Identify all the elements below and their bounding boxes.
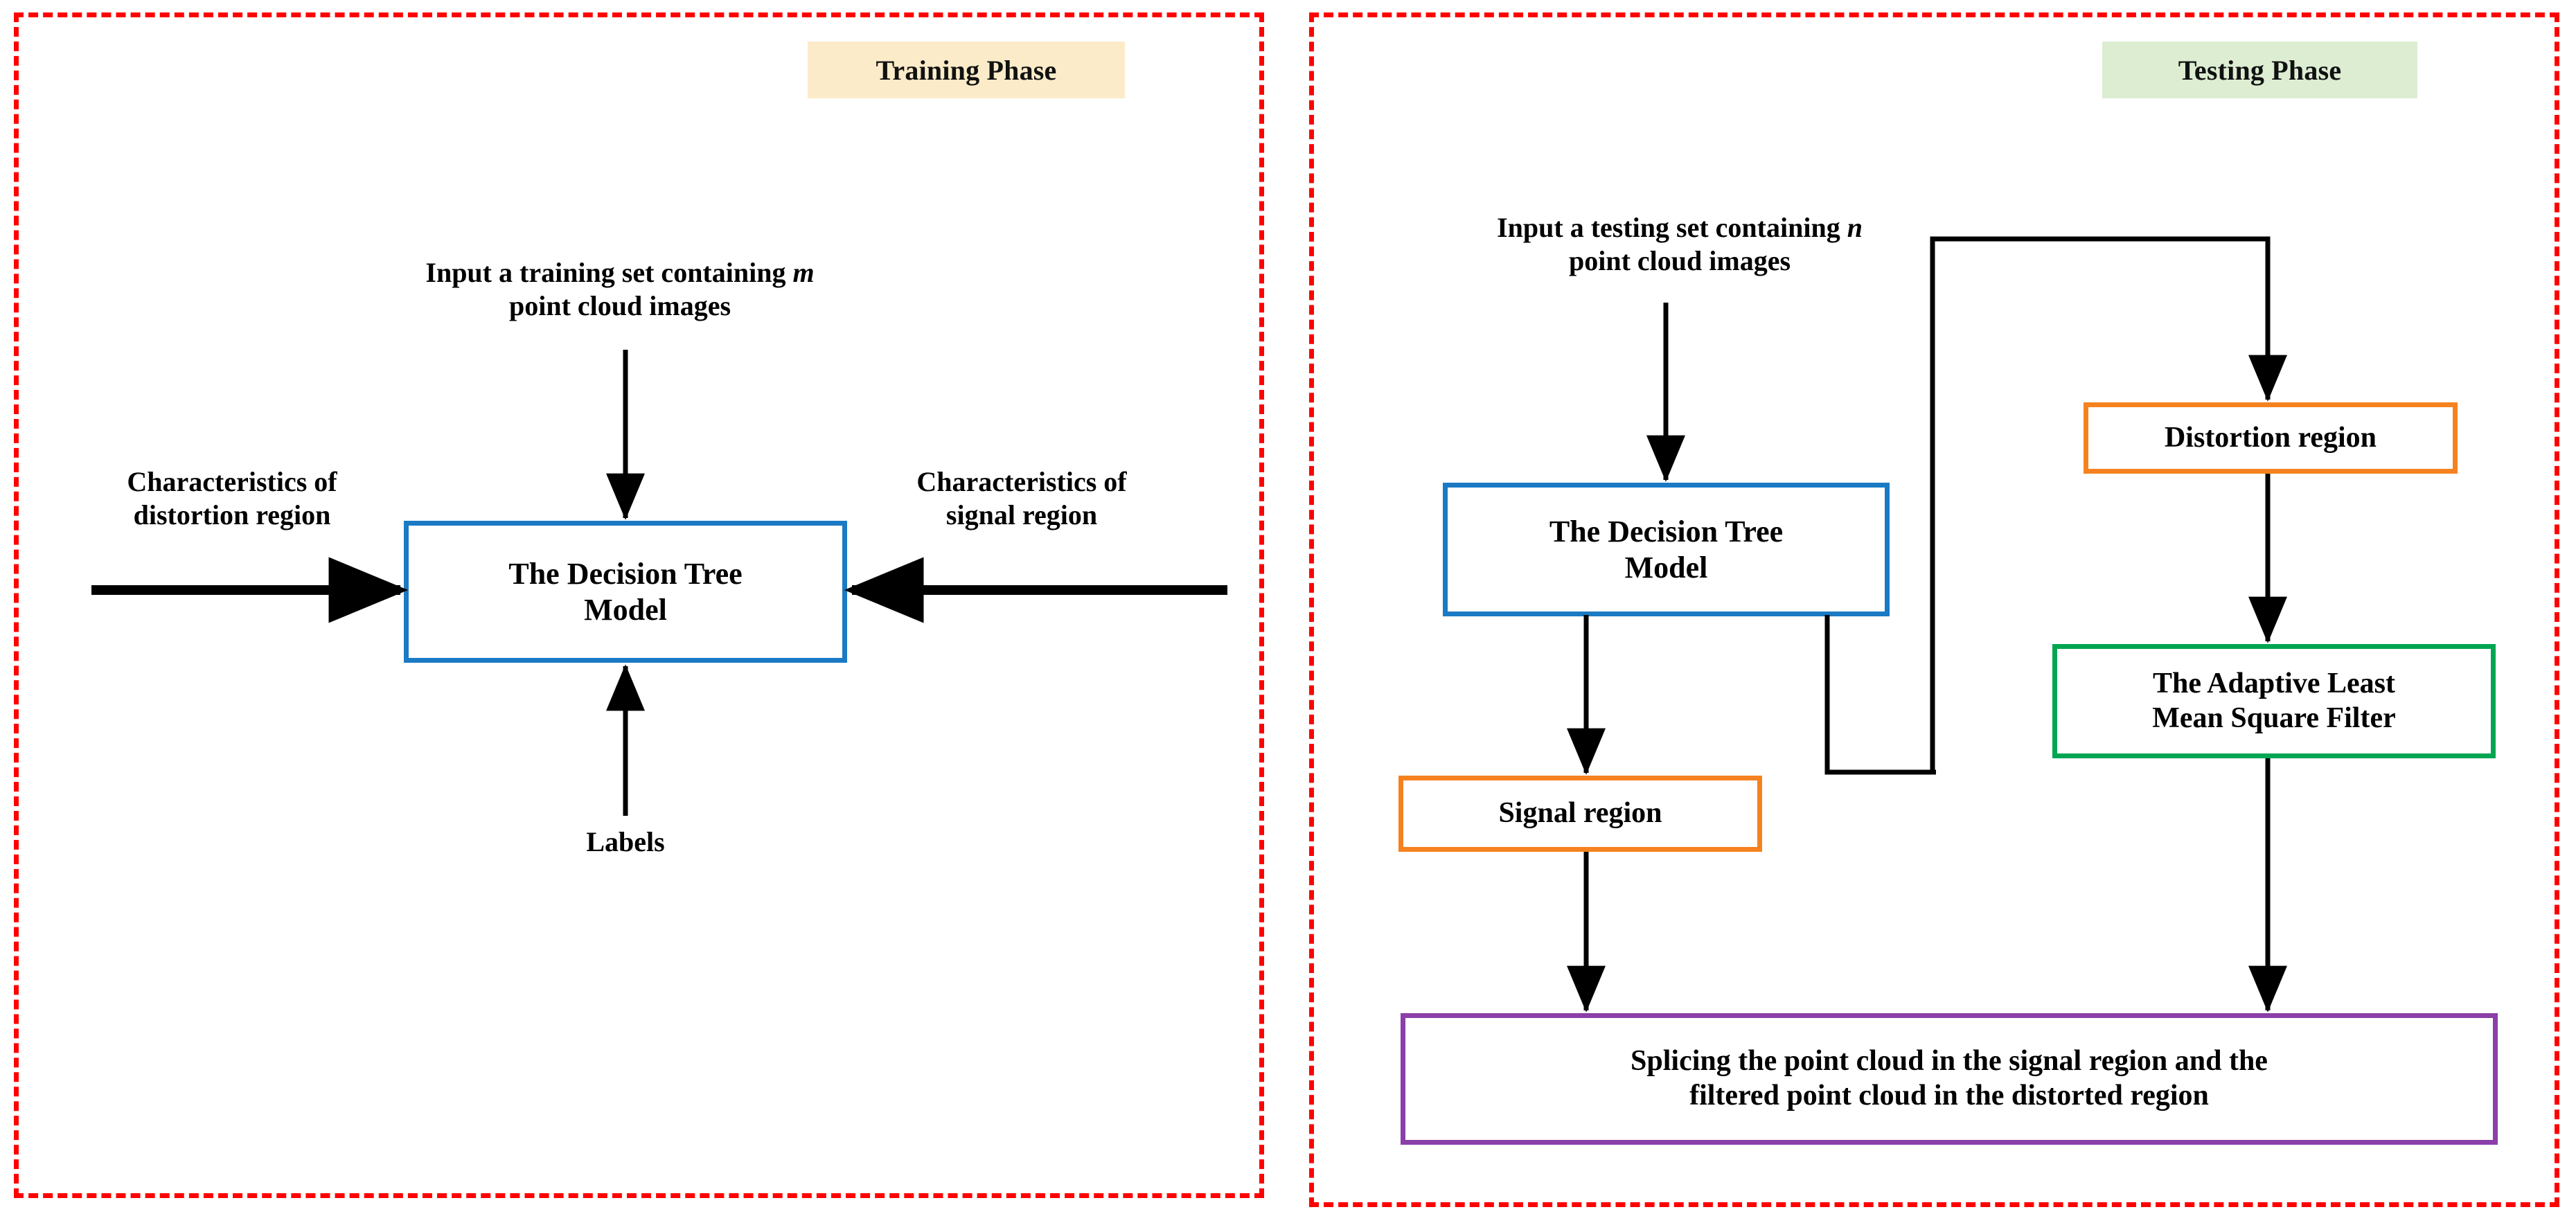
- signal-region-node: Signal region: [1398, 776, 1762, 852]
- training-left-label-line1: Characteristics of: [127, 466, 337, 497]
- splice-line1: Splicing the point cloud in the signal r…: [1631, 1045, 2268, 1078]
- training-phase-tag: Training Phase: [808, 42, 1125, 98]
- testing-input-symbol: n: [1847, 212, 1863, 243]
- training-input-symbol: m: [792, 257, 815, 288]
- testing-phase-tag: Testing Phase: [2102, 42, 2417, 98]
- training-right-label-line1: Characteristics of: [916, 466, 1127, 497]
- training-input-label: Input a training set containing m point …: [326, 256, 914, 323]
- training-right-feature-label: Characteristics of signal region: [866, 465, 1178, 532]
- adaptive-lms-filter-node: The Adaptive Least Mean Square Filter: [2052, 644, 2496, 758]
- filter-line2: Mean Square Filter: [2152, 702, 2396, 734]
- splicing-output-node: Splicing the point cloud in the signal r…: [1401, 1013, 2498, 1145]
- signal-region-label: Signal region: [1498, 797, 1662, 830]
- distortion-region-label: Distortion region: [2164, 421, 2377, 454]
- testing-model-line2: Model: [1624, 550, 1708, 584]
- testing-decision-tree-model-node: The Decision Tree Model: [1443, 483, 1890, 616]
- testing-input-line2: point cloud images: [1568, 245, 1791, 276]
- testing-input-label: Input a testing set containing n point c…: [1406, 211, 1953, 278]
- training-input-line2: point cloud images: [508, 290, 731, 321]
- training-model-line2: Model: [584, 592, 667, 627]
- training-labels-text: Labels: [586, 826, 665, 857]
- splice-line2: filtered point cloud in the distorted re…: [1689, 1080, 2209, 1112]
- training-decision-tree-model-node: The Decision Tree Model: [404, 521, 847, 663]
- filter-line1: The Adaptive Least: [2152, 667, 2395, 699]
- training-left-feature-label: Characteristics of distortion region: [76, 465, 388, 532]
- training-labels-label: Labels: [487, 825, 764, 859]
- training-right-label-line2: signal region: [945, 499, 1098, 530]
- testing-model-line1: The Decision Tree: [1549, 514, 1784, 548]
- training-model-line1: The Decision Tree: [508, 556, 743, 591]
- testing-input-line1: Input a testing set containing: [1497, 212, 1847, 243]
- distortion-region-node: Distortion region: [2084, 402, 2458, 474]
- training-left-label-line2: distortion region: [133, 499, 331, 530]
- training-input-line1: Input a training set containing: [425, 257, 793, 288]
